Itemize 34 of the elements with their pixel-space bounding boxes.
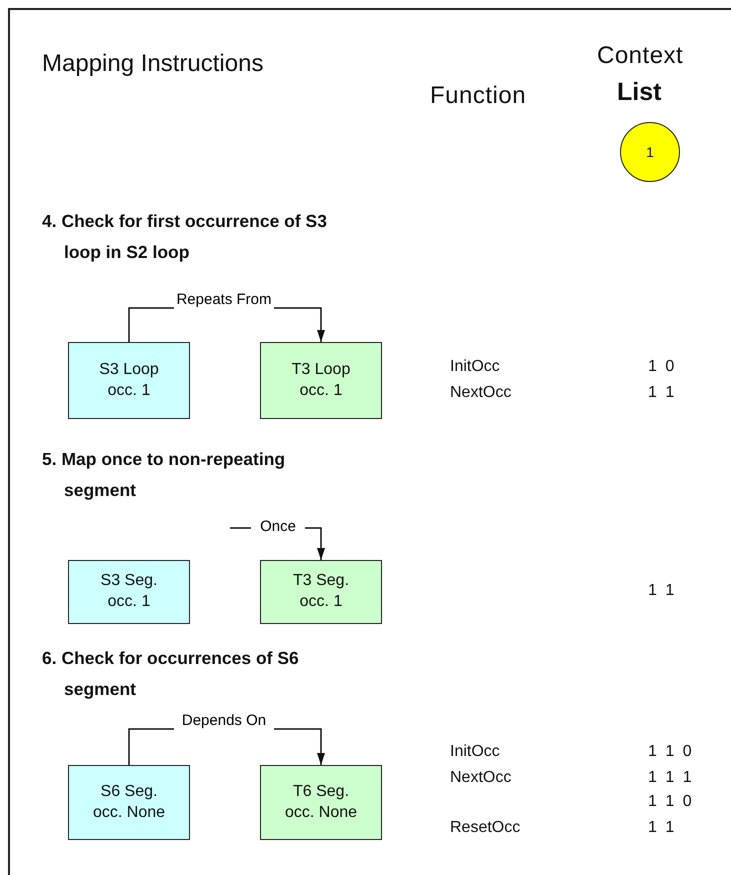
column-header: Function <box>430 82 526 110</box>
box-label: S3 Loop occ. 1 <box>98 360 160 400</box>
process-box <box>68 342 190 419</box>
function-name: ResetOcc <box>450 819 520 837</box>
heading: Mapping Instructions <box>42 50 264 78</box>
context-number: 1 1 0 <box>648 743 694 761</box>
step-heading: 5. Map once to non-repeating segment <box>42 448 286 502</box>
box-label: T3 Loop occ. 1 <box>290 360 352 400</box>
box-label: T3 Seg. occ. 1 <box>292 571 350 612</box>
context-number: 1 1 <box>648 384 676 402</box>
process-box <box>68 560 190 624</box>
function-name: InitOcc <box>450 358 500 376</box>
process-box <box>260 342 382 419</box>
edge-label: Depends On <box>174 712 274 731</box>
context-number: 1 1 <box>648 582 676 600</box>
box-label: T6 Seg. occ. None <box>284 782 358 822</box>
box-label: S6 Seg. occ. None <box>92 782 166 822</box>
process-box <box>260 560 382 624</box>
column-header: List <box>617 78 662 107</box>
callout-number: 1 <box>646 142 654 162</box>
edge-label: Repeats From <box>174 291 274 310</box>
function-name: NextOcc <box>450 384 512 402</box>
step-heading: 4. Check for first occurrence of S3 loop in S2 loop <box>42 210 328 264</box>
context-number: 1 1 <box>648 819 676 837</box>
step-heading: 6. Check for occurrences of S6 segment <box>42 647 300 701</box>
column-header: Context <box>597 42 684 70</box>
context-number: 1 1 0 <box>648 793 694 811</box>
box-label: S3 Seg. occ. 1 <box>100 571 158 612</box>
function-name: NextOcc <box>450 769 512 787</box>
function-name: InitOcc <box>450 743 500 761</box>
process-box <box>68 765 190 840</box>
process-box <box>260 765 382 840</box>
context-number: 1 1 1 <box>648 769 694 787</box>
context-number: 1 0 <box>648 358 676 376</box>
